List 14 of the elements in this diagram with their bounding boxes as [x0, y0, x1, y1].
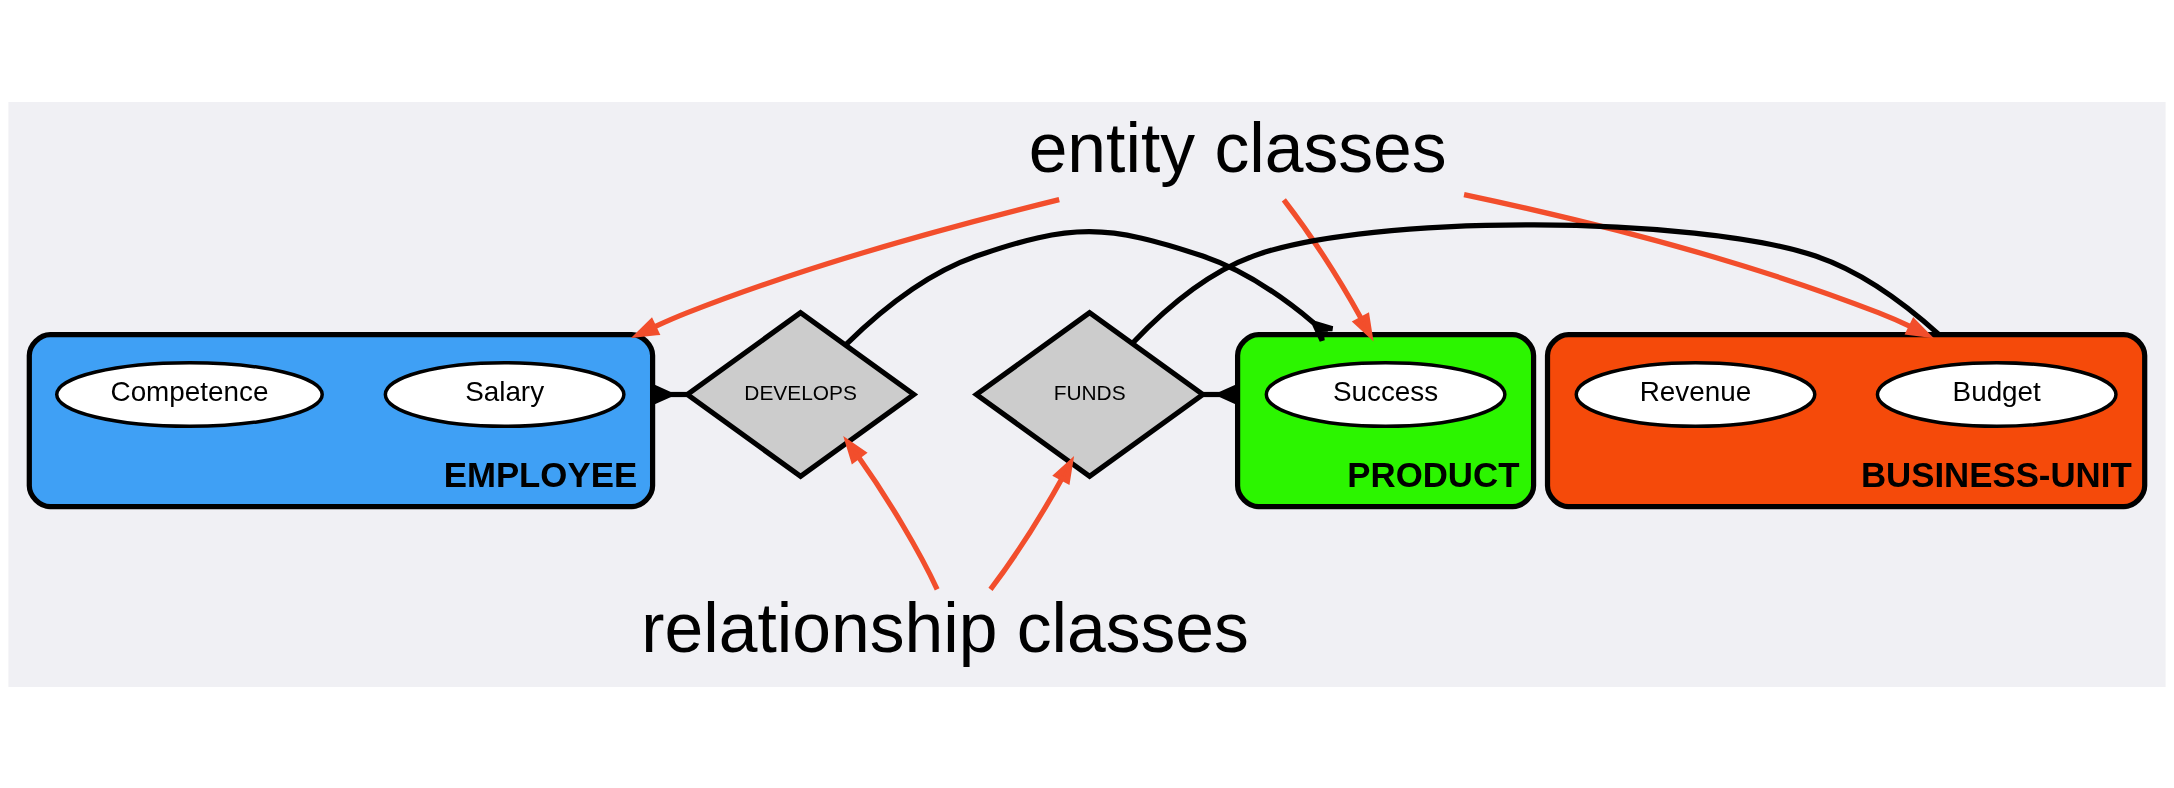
arrow — [1281, 197, 1374, 342]
arrow — [630, 196, 1060, 338]
arrow — [1463, 191, 1934, 338]
arrow — [843, 435, 940, 590]
connector — [1130, 221, 1941, 345]
node-ellipse: Revenue — [1574, 360, 1817, 428]
node-ellipse: Success — [1264, 360, 1507, 428]
arrow — [988, 455, 1075, 591]
node-ellipse: Budget — [1875, 360, 2118, 428]
node-text: entity classes — [1028, 108, 1447, 187]
connector — [844, 228, 1336, 346]
node-ellipse: Competence — [55, 360, 324, 428]
node-ellipse: Salary — [383, 360, 626, 428]
node-text: relationship classes — [641, 588, 1249, 667]
